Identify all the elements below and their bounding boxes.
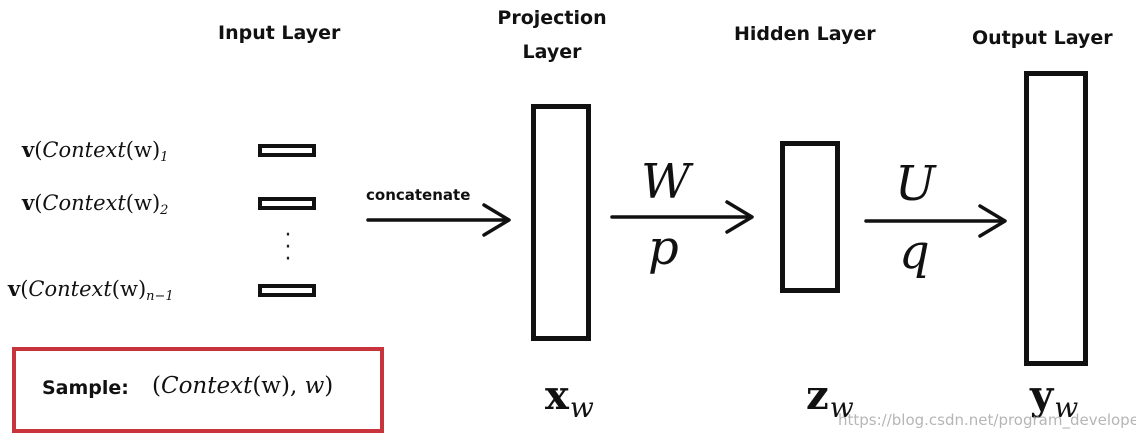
vector-subscript: w: [569, 391, 594, 424]
context-arg: (w): [111, 277, 147, 301]
watermark-url: https://blog.csdn.net/program_developer: [838, 411, 1136, 429]
vector-base: y: [1030, 372, 1054, 419]
sample-box: [12, 347, 384, 433]
vector-v-symbol: v: [8, 276, 21, 301]
weight-u-symbol: U: [895, 156, 936, 212]
sample-open-paren: (: [152, 373, 161, 399]
output-layer-box: [1024, 71, 1088, 366]
weight-w-symbol: W: [641, 154, 691, 210]
output-vector-label: yw: [1030, 372, 1078, 424]
projection-layer-header: Projection Layer: [488, 0, 616, 70]
sample-value: (Context(w), w): [152, 373, 333, 399]
vertical-ellipsis: ···: [284, 223, 292, 272]
context-vector-2: v(Context(w)2: [22, 190, 169, 218]
context-arg: (w): [125, 191, 161, 215]
vector-subscript: w: [829, 391, 854, 424]
vector-base: x: [545, 372, 569, 419]
projection-vector-label: xw: [545, 372, 594, 424]
context-word: Context: [42, 191, 126, 215]
context-subscript: 2: [160, 203, 169, 218]
sample-middle: (w),: [252, 373, 305, 399]
hidden-layer-box: [780, 141, 840, 293]
bias-p-symbol: p: [648, 220, 679, 276]
hidden-vector-label: zw: [806, 372, 854, 424]
context-arg: (w): [125, 138, 161, 162]
w-arrow-head: [725, 200, 754, 234]
vector-v-symbol: v: [22, 137, 35, 162]
context-subscript: n−1: [146, 289, 174, 304]
context-word: Context: [28, 277, 112, 301]
context-subscript: 1: [160, 150, 169, 165]
input-box-n-minus-1: [258, 284, 316, 297]
input-box-2: [258, 197, 316, 210]
input-layer-header: Input Layer: [218, 22, 341, 44]
sample-context-word: Context: [160, 373, 253, 399]
sample-target-word: w: [304, 373, 325, 399]
vector-v-symbol: v: [22, 190, 35, 215]
concat-arrow-head: [482, 203, 511, 237]
concatenate-label: concatenate: [366, 186, 471, 204]
hidden-layer-header: Hidden Layer: [734, 23, 876, 45]
context-vector-1: v(Context(w)1: [22, 137, 169, 165]
context-word: Context: [42, 138, 126, 162]
context-vector-n-minus-1: v(Context(w)n−1: [8, 276, 174, 304]
sample-label: Sample:: [42, 377, 129, 399]
bias-q-symbol: q: [899, 224, 930, 280]
vector-subscript: w: [1054, 391, 1079, 424]
vector-base: z: [806, 372, 829, 419]
u-arrow-head: [978, 204, 1007, 238]
sample-close-paren: ): [324, 373, 334, 399]
projection-header-line1: Projection: [497, 7, 607, 29]
projection-header-line2: Layer: [522, 41, 582, 63]
projection-layer-box: [531, 104, 591, 341]
output-layer-header: Output Layer: [972, 27, 1113, 49]
input-box-1: [258, 144, 316, 157]
